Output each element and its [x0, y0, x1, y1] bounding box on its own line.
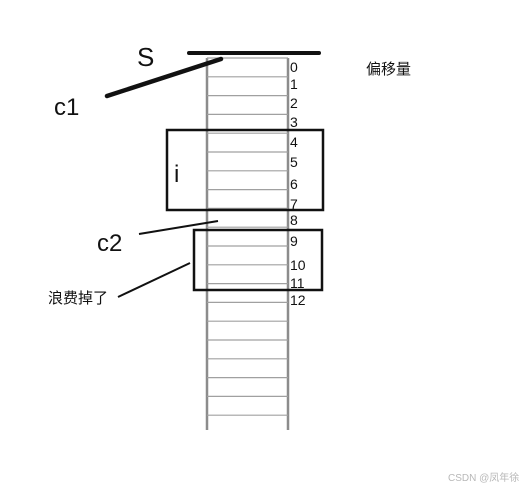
- memory-rungs: [207, 57, 288, 416]
- offset-label: 0: [290, 59, 298, 75]
- label-c1: c1: [54, 94, 79, 121]
- label-i: i: [174, 161, 179, 188]
- c1-pointer: [104, 56, 224, 99]
- member-i-box: [165, 128, 325, 212]
- padding-box: [192, 228, 324, 292]
- offset-label: 4: [290, 134, 298, 150]
- offset-label: 6: [290, 176, 298, 192]
- offset-label: 11: [290, 275, 305, 291]
- offset-label: 7: [290, 196, 298, 212]
- offset-label: 2: [290, 95, 298, 111]
- watermark: CSDN @凤年徐: [448, 471, 519, 484]
- offset-title: 偏移量: [366, 61, 411, 78]
- offset-label: 9: [290, 233, 298, 249]
- memory-column: [205, 57, 290, 430]
- offset-label: 10: [290, 257, 306, 273]
- offset-label: 5: [290, 154, 298, 170]
- offset-label: 8: [290, 212, 298, 228]
- c2-pointer: [138, 220, 219, 235]
- wasted-pointer: [117, 262, 191, 298]
- label-c2: c2: [97, 230, 122, 257]
- label-s: S: [137, 42, 154, 72]
- offset-label: 12: [290, 292, 306, 308]
- offset-label: 1: [290, 76, 298, 92]
- label-wasted: 浪费掉了: [48, 290, 108, 307]
- offset-label: 3: [290, 114, 298, 130]
